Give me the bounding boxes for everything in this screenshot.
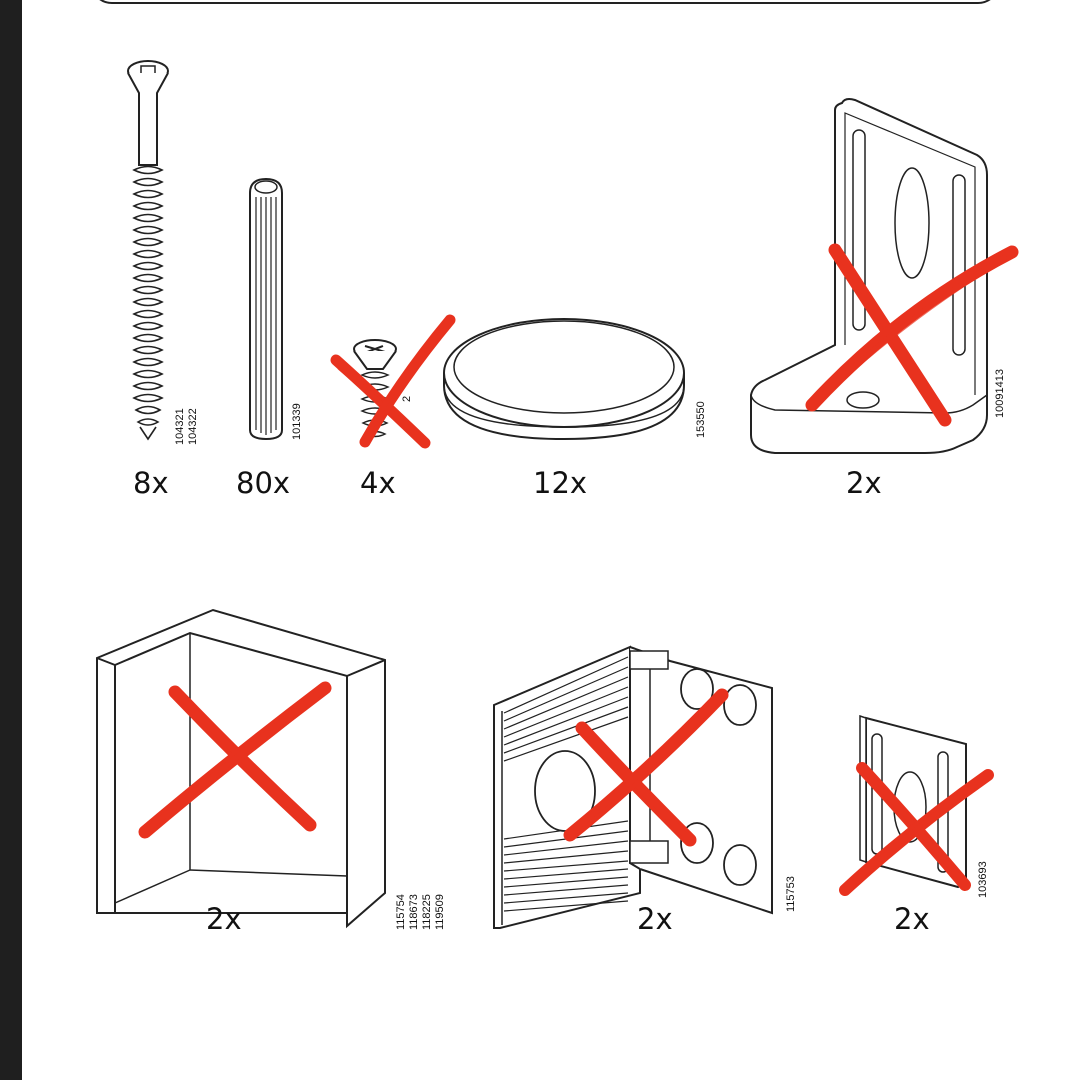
quantity-label: 4x xyxy=(360,466,396,500)
wood-dowel-icon xyxy=(249,177,283,441)
quantity-label: 8x xyxy=(133,466,169,500)
part-hinge-bracket xyxy=(490,643,780,933)
quantity-label: 2x xyxy=(637,902,673,936)
part-code: 115754 xyxy=(395,894,407,930)
part-code: 10091413 xyxy=(994,369,1006,418)
part-code: 104321 xyxy=(174,408,186,445)
part-short-screw xyxy=(345,335,415,450)
part-code: 119509 xyxy=(434,894,446,930)
hinge-bracket-icon xyxy=(493,645,773,929)
left-dark-edge xyxy=(0,0,22,1080)
quantity-label: 2x xyxy=(846,466,882,500)
quantity-label: 2x xyxy=(206,902,242,936)
top-frame-border xyxy=(90,0,1000,4)
small-slotted-plate-icon xyxy=(859,714,967,889)
part-long-screw xyxy=(110,55,210,455)
quantity-label: 80x xyxy=(236,466,291,500)
corner-panel-icon xyxy=(96,608,386,929)
part-code: 153550 xyxy=(695,401,707,438)
part-code: 101339 xyxy=(291,403,303,440)
part-small-slotted-plate xyxy=(858,712,973,892)
quantity-label: 12x xyxy=(533,466,588,500)
part-round-pad xyxy=(440,315,690,445)
part-corner-panel xyxy=(95,608,395,933)
part-code: 103693 xyxy=(977,861,989,898)
part-code: 2 xyxy=(401,395,413,402)
quantity-label: 2x xyxy=(894,902,930,936)
part-slotted-l-bracket xyxy=(745,95,995,460)
part-wood-dowel xyxy=(240,175,290,445)
short-screw-icon xyxy=(353,339,397,438)
round-pad-icon xyxy=(443,318,685,441)
part-code: 104322 xyxy=(187,408,199,445)
slotted-l-bracket-icon xyxy=(750,98,988,454)
long-screw-icon xyxy=(127,60,169,441)
part-code: 118225 xyxy=(421,894,433,930)
part-code: 115753 xyxy=(785,876,797,912)
part-code: 118673 xyxy=(408,894,420,930)
